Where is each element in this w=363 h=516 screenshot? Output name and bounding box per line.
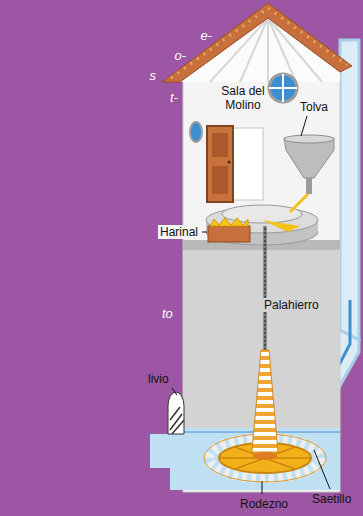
part-label: Saetillo [312, 492, 351, 506]
hopper [284, 138, 334, 178]
cut-text-fragment: o- [174, 48, 186, 64]
roof-beams [210, 18, 322, 82]
water-channel [340, 40, 359, 340]
wheel-axle [252, 350, 278, 452]
part-label: Harinal [158, 225, 200, 239]
outlet-arch [168, 392, 184, 434]
hopper-spout [306, 178, 312, 194]
roof-tiles [171, 8, 347, 78]
round-window [269, 74, 297, 102]
door-panel [212, 133, 228, 157]
part-label: Tolva [300, 100, 328, 114]
grain [290, 194, 308, 212]
window-bar [282, 74, 284, 102]
flour-bin [208, 226, 250, 242]
leader-lines [172, 116, 330, 494]
shaft-texture [265, 226, 266, 352]
oval-window [190, 122, 202, 142]
arch-hatching [170, 407, 184, 434]
water-outlet [150, 434, 183, 468]
hopper-top [284, 135, 334, 143]
cut-text-fragment: e- [200, 28, 212, 44]
door-knob [228, 161, 231, 164]
roof [162, 3, 352, 82]
runner-stone [222, 205, 302, 223]
flour [262, 220, 300, 232]
doorway [233, 128, 263, 200]
door-panel [212, 166, 228, 194]
part-label: Palahierro [262, 298, 321, 312]
room-label: Sala del Molino [218, 84, 268, 112]
shaft [264, 226, 267, 352]
cut-text-fragment: to [162, 306, 173, 322]
part-label: livio [148, 372, 169, 386]
flour-heap [210, 218, 248, 226]
wheel-hub [253, 452, 277, 460]
part-label: Rodezno [240, 497, 288, 511]
cut-text-fragment: s [150, 68, 157, 84]
door [207, 126, 233, 202]
cut-text-fragment: t- [170, 90, 178, 106]
